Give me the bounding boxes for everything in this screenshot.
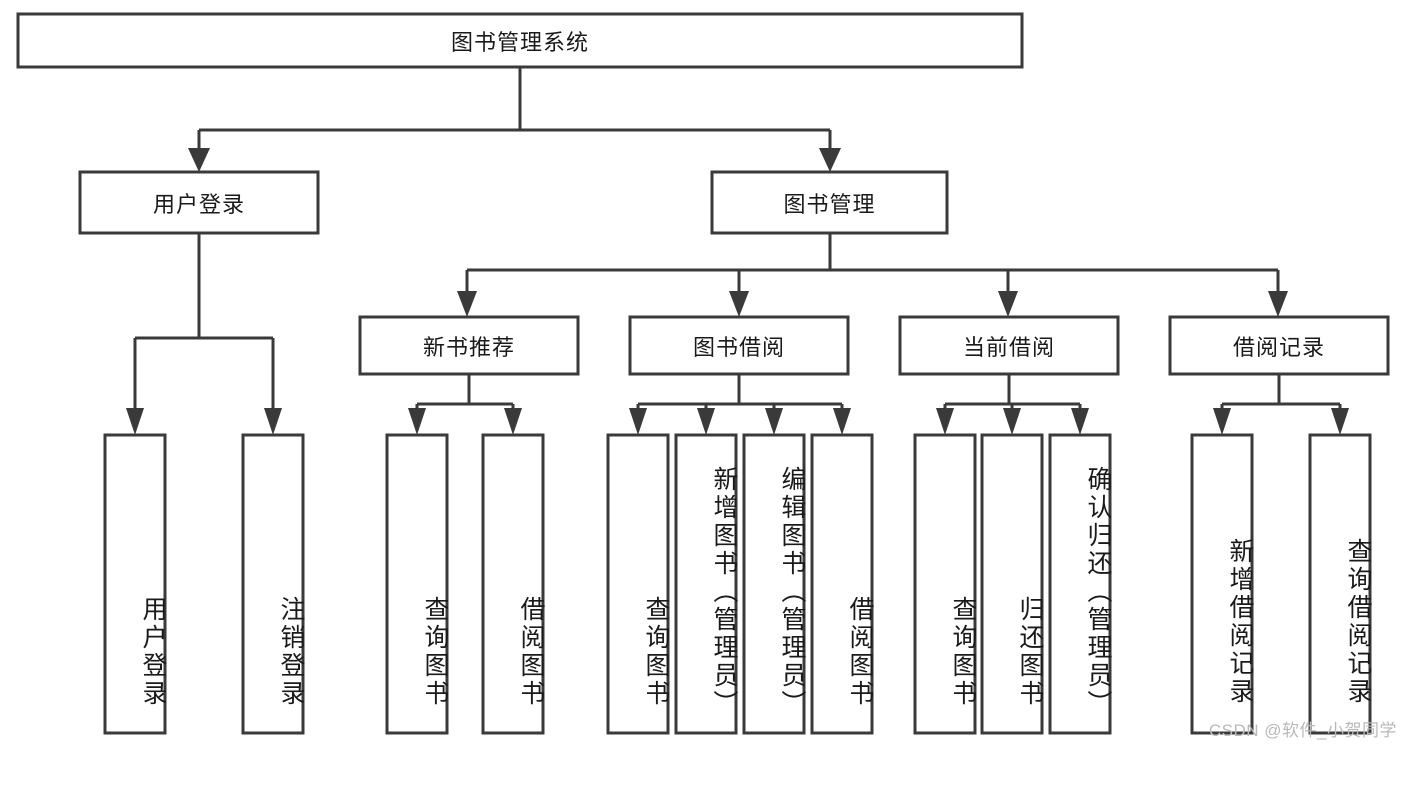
- arrowhead-borrow-child-4: [833, 408, 851, 435]
- node-user-login[interactable]: [78, 170, 320, 235]
- arrowhead-borrow-child-2: [697, 408, 715, 435]
- node-leaf-query-book-borrow[interactable]: [606, 433, 670, 735]
- arrowhead-book-mgmt: [819, 148, 841, 172]
- node-leaf-confirm-return-admin[interactable]: [1048, 433, 1112, 735]
- node-leaf-query-borrow-record[interactable]: [1308, 433, 1372, 735]
- arrowhead-current-child-2: [1003, 408, 1021, 435]
- arrowhead-record-child-1: [1213, 408, 1231, 435]
- arrowhead-newbook-child-1: [408, 408, 426, 435]
- arrowhead-leaf-user-login: [126, 408, 144, 435]
- node-leaf-user-login[interactable]: [103, 433, 167, 735]
- node-borrow-record[interactable]: [1168, 315, 1390, 376]
- arrowhead-borrow-child-3: [765, 408, 783, 435]
- node-leaf-return-book[interactable]: [980, 433, 1044, 735]
- node-leaf-borrow-book[interactable]: [810, 433, 874, 735]
- arrowhead-book-borrow: [729, 291, 749, 317]
- node-layer: [16, 12, 1390, 735]
- watermark-credit: CSDN @软件_小贺同学: [1208, 721, 1397, 740]
- arrowhead-current-child-1: [936, 408, 954, 435]
- node-book-management[interactable]: [710, 170, 949, 235]
- node-book-borrow[interactable]: [628, 315, 850, 376]
- arrowhead-new-book-rec: [457, 291, 477, 317]
- flowchart-canvas: 图书管理系统 用户登录 图书管理 新书推荐 图书借阅 当前借阅 借阅记录 用户登…: [16, 12, 1397, 740]
- arrowhead-user-login: [188, 148, 210, 172]
- node-leaf-borrow-book-rec[interactable]: [481, 433, 545, 735]
- arrowhead-leaf-logout: [264, 408, 282, 435]
- node-current-borrow[interactable]: [898, 315, 1120, 376]
- arrowhead-borrow-child-1: [629, 408, 647, 435]
- arrowhead-current-child-3: [1071, 408, 1089, 435]
- node-leaf-query-book-current[interactable]: [913, 433, 977, 735]
- node-leaf-edit-book-admin[interactable]: [742, 433, 806, 735]
- arrowhead-borrow-record: [1268, 291, 1288, 317]
- node-root-book-management-system[interactable]: [16, 12, 1024, 69]
- arrowhead-newbook-child-2: [504, 408, 522, 435]
- node-leaf-add-borrow-record[interactable]: [1190, 433, 1254, 735]
- arrowhead-current-borrow: [998, 291, 1018, 317]
- flowchart-svg: [16, 12, 1390, 735]
- connector-layer: [126, 67, 1349, 435]
- node-leaf-logout[interactable]: [241, 433, 305, 735]
- node-new-book-recommend[interactable]: [358, 315, 580, 376]
- node-leaf-add-book-admin[interactable]: [674, 433, 738, 735]
- node-leaf-query-book-rec[interactable]: [385, 433, 449, 735]
- arrowhead-record-child-2: [1331, 408, 1349, 435]
